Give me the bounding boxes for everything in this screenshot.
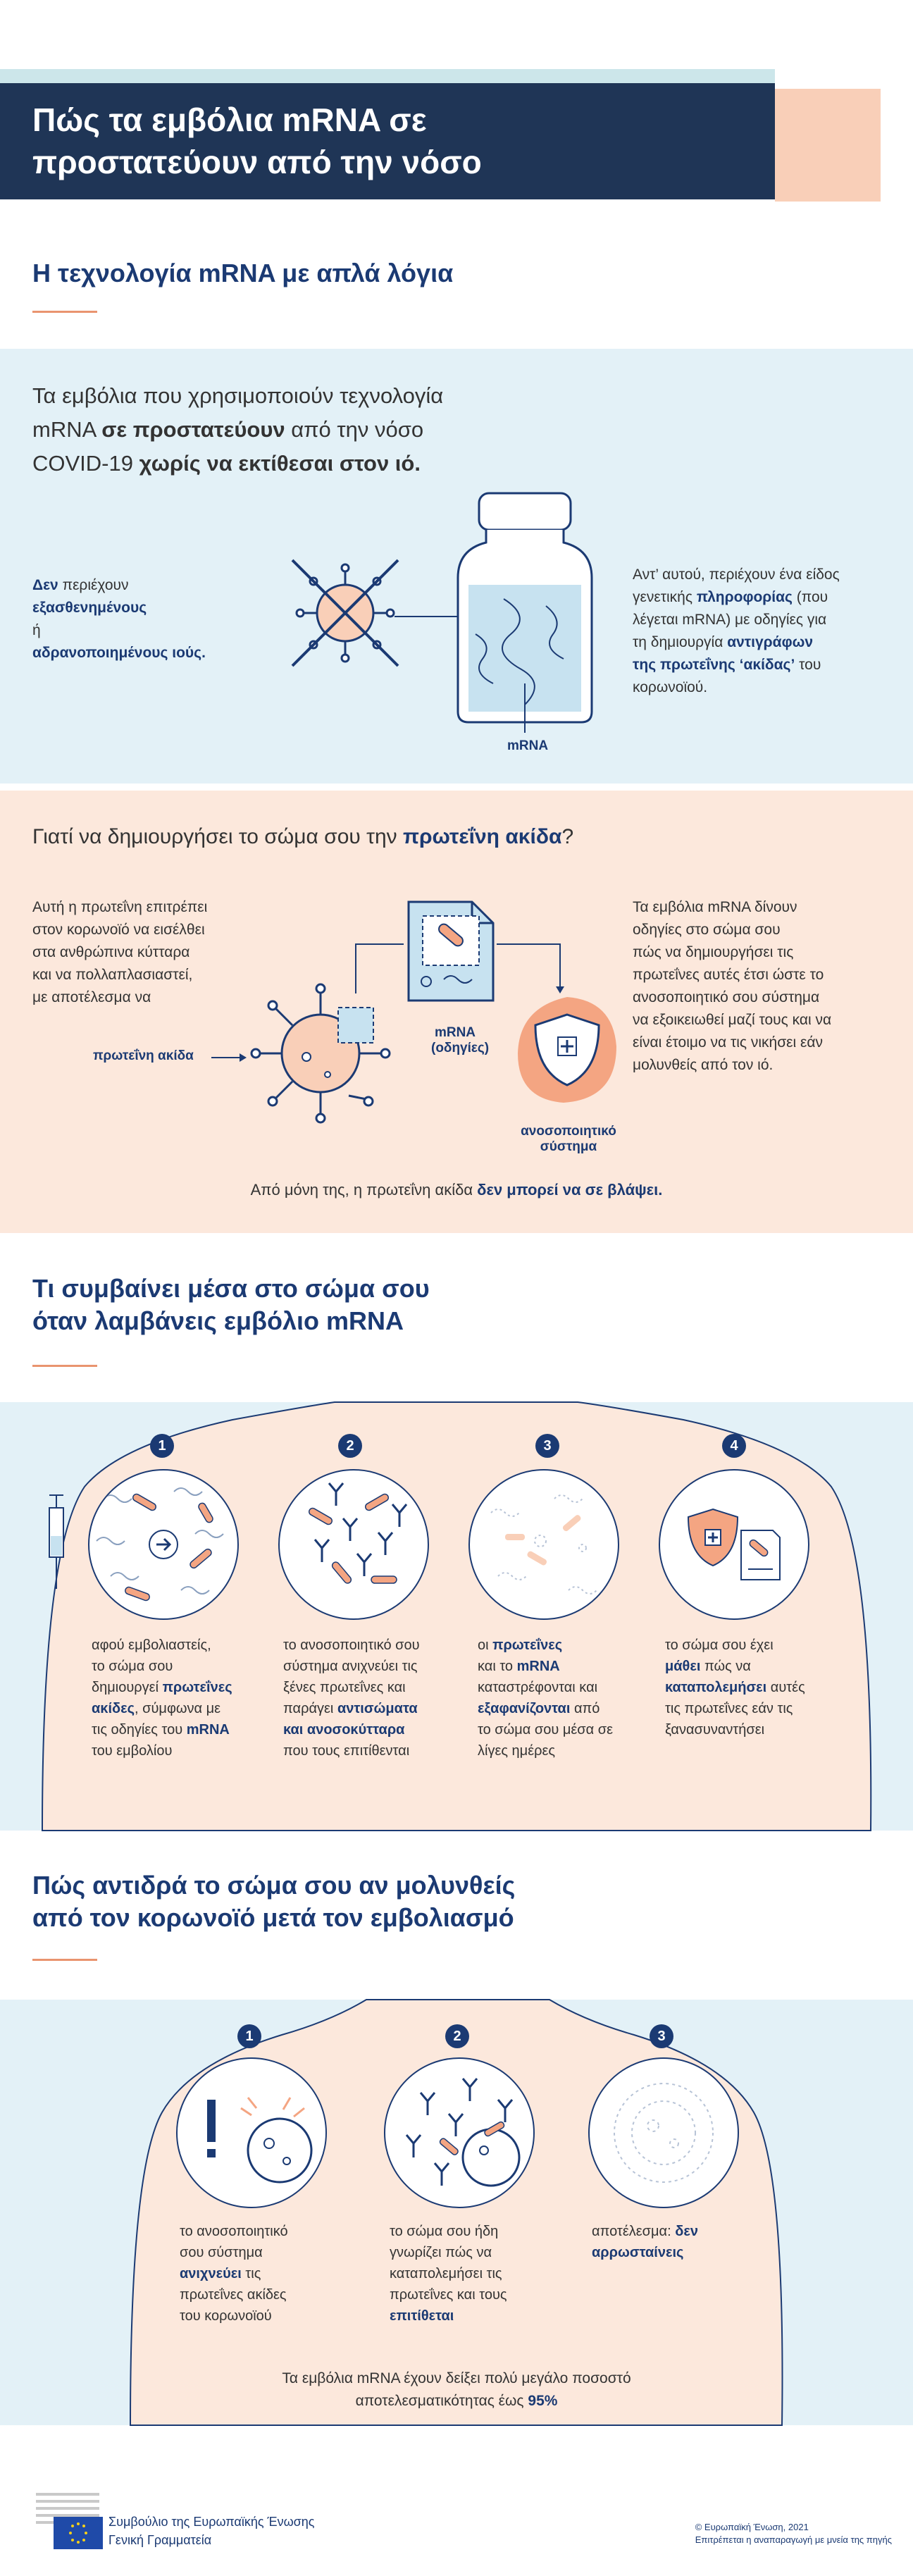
step-2-caption: το ανοσοποιητικό σου σύστημα ανιχνεύει τ… — [283, 1637, 420, 1759]
step-3-illustration — [468, 1469, 619, 1620]
footer-org: Συμβούλιο της Ευρωπαϊκής Ένωσης Γενική Γ… — [108, 2515, 315, 2547]
reaction-3-caption: αποτέλεσμα: δεν αρρωσταίνεις — [592, 2224, 698, 2260]
reaction-2-illustration — [384, 2057, 535, 2208]
section2-footer: Από μόνη της, η πρωτεΐνη ακίδα δεν μπορε… — [250, 1181, 663, 1199]
section4-heading: Πώς αντιδρά το σώμα σου αν μολυνθείς από… — [32, 1871, 516, 1932]
flow-arrows — [355, 943, 564, 993]
virus-icon — [250, 983, 391, 1124]
arrow-right-icon — [211, 1053, 247, 1062]
reaction-number-2: 2 — [445, 2024, 469, 2048]
step-1-illustration — [88, 1469, 239, 1620]
reaction-1-caption: το ανοσοποιητικό σου σύστημα ανιχνεύει τ… — [180, 2224, 288, 2324]
step-1-caption: αφού εμβολιαστείς, το σώμα σου δημιουργε… — [92, 1637, 232, 1759]
syringe-icon — [49, 1494, 64, 1589]
step-4-caption: το σώμα σου έχει μάθει πώς να καταπολεμή… — [665, 1637, 805, 1738]
section3-heading: Τι συμβαίνει μέσα στο σώμα σου όταν λαμβ… — [32, 1274, 430, 1335]
cleared-virus-illustration — [614, 2083, 714, 2183]
mrna-vial-icon — [456, 492, 593, 733]
antibodies-illustration — [308, 1482, 408, 1584]
step-4-illustration — [659, 1469, 809, 1620]
crossed-virus-icon — [291, 559, 399, 667]
spike-label: πρωτεΐνη ακίδα — [93, 1048, 194, 1063]
section2-panel — [0, 791, 913, 1233]
section3-rule — [32, 1365, 97, 1367]
document-label: mRNA (οδηγίες) — [431, 1025, 490, 1055]
section1-panel — [0, 349, 913, 784]
header-teal-strip — [0, 69, 775, 83]
section1-rule — [32, 311, 97, 313]
reaction-number-1: 1 — [237, 2024, 261, 2048]
section2-left-text: Αυτή η πρωτεΐνη επιτρέπει στον κορωνοϊό … — [32, 899, 208, 1005]
reaction-number-3: 3 — [650, 2024, 673, 2048]
fading-proteins-illustration — [490, 1494, 597, 1594]
step-number-2: 2 — [338, 1434, 362, 1458]
antibodies-attack-illustration — [405, 2078, 521, 2187]
section1-left-text: Δεν περιέχουν εξασθενημένους ή αδρανοποι… — [32, 577, 206, 661]
immune-label: ανοσοποιητικό σύστημα — [521, 1124, 616, 1154]
section1-right-text: Αντ’ αυτού, περιέχουν ένα είδος γενετική… — [633, 566, 840, 695]
reaction-1-illustration — [176, 2057, 327, 2208]
section4-rule — [32, 1959, 97, 1961]
vial-label: mRNA — [507, 738, 549, 753]
page-title: Πώς τα εμβόλια mRNA σε προστατεύουν από … — [32, 101, 482, 180]
reaction-2-caption: το σώμα σου ήδη γνωρίζει πώς να καταπολε… — [390, 2224, 507, 2324]
alert-virus-illustration — [207, 2097, 313, 2184]
section2-right-text: Τα εμβόλια mRNA δίνουν οδηγίες στο σώμα … — [633, 899, 832, 1073]
mrna-document-icon — [407, 900, 495, 1002]
council-logo — [36, 2493, 103, 2549]
header-banner — [0, 83, 775, 199]
header-peach-block — [775, 89, 881, 202]
body-silhouette — [41, 1401, 872, 1831]
step-2-illustration — [278, 1469, 429, 1620]
shield-document-illustration — [687, 1508, 781, 1580]
section1-intro: Τα εμβόλια που χρησιμοποιούν τεχνολογία … — [32, 383, 444, 476]
reaction-3-illustration — [588, 2057, 739, 2208]
step-number-3: 3 — [535, 1434, 559, 1458]
immune-system-icon — [518, 997, 616, 1103]
step-number-1: 1 — [150, 1434, 174, 1458]
section4-footer: Τα εμβόλια mRNA έχουν δείξει πολύ μεγάλο… — [282, 2370, 631, 2409]
step-number-4: 4 — [722, 1434, 746, 1458]
step-3-caption: οι πρωτεΐνες και το mRNA καταστρέφονται … — [478, 1637, 614, 1759]
section1-heading: Η τεχνολογία mRNA με απλά λόγια — [32, 259, 454, 287]
spike-proteins-mrna-illustration — [96, 1487, 224, 1602]
footer-copyright: © Ευρωπαϊκή Ένωση, 2021 Επιτρέπεται η αν… — [695, 2522, 892, 2545]
section2-question: Γιατί να δημιουργήσει το σώμα σου την πρ… — [32, 825, 574, 848]
